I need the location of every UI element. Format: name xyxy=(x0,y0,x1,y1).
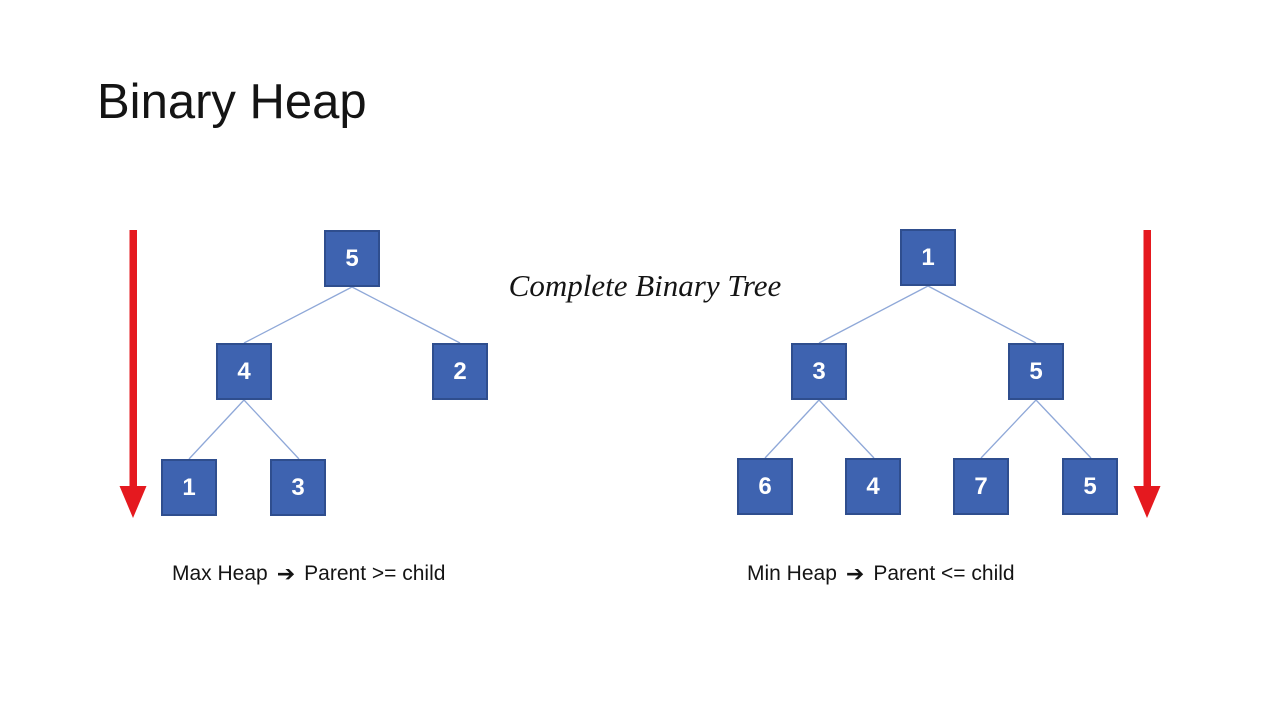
right-arrow-icon: ➔ xyxy=(276,562,296,587)
min-heap-node: 4 xyxy=(845,458,901,515)
tree-edge xyxy=(243,286,353,344)
min-heap-node: 5 xyxy=(1062,458,1118,515)
tree-edge xyxy=(764,399,820,459)
tree-edge xyxy=(818,285,929,344)
tree-edge xyxy=(927,285,1037,344)
max-heap-caption-rule: Parent >= child xyxy=(304,562,446,585)
min-heap-root-node: 1 xyxy=(900,229,956,286)
min-heap-node: 3 xyxy=(791,343,847,400)
node-value: 4 xyxy=(237,357,251,385)
min-heap-node: 7 xyxy=(953,458,1009,515)
down-arrow-left-icon xyxy=(119,230,147,518)
tree-edge xyxy=(351,286,461,344)
node-value: 3 xyxy=(812,357,826,385)
max-heap-root-node: 5 xyxy=(324,230,380,287)
max-heap-caption-name: Max Heap xyxy=(172,562,268,585)
node-value: 4 xyxy=(866,472,880,500)
down-arrow-right-icon xyxy=(1133,230,1161,518)
complete-binary-tree-label: Complete Binary Tree xyxy=(508,268,782,303)
node-value: 5 xyxy=(1029,357,1043,385)
max-heap-caption: Max Heap ➔ Parent >= child xyxy=(172,562,445,586)
min-heap-node: 5 xyxy=(1008,343,1064,400)
node-value: 7 xyxy=(974,472,988,500)
node-value: 1 xyxy=(921,243,935,271)
tree-edge xyxy=(980,399,1037,459)
max-heap-node: 1 xyxy=(161,459,217,516)
node-value: 2 xyxy=(453,357,467,385)
node-value: 3 xyxy=(291,473,305,501)
tree-edge xyxy=(1035,399,1092,459)
page-title: Binary Heap xyxy=(97,75,367,129)
node-value: 5 xyxy=(345,244,359,272)
max-heap-node: 4 xyxy=(216,343,272,400)
tree-edge xyxy=(188,399,245,460)
min-heap-node: 6 xyxy=(737,458,793,515)
tree-edge xyxy=(818,399,875,459)
min-heap-caption-name: Min Heap xyxy=(747,562,837,585)
node-value: 1 xyxy=(182,473,196,501)
min-heap-caption-rule: Parent <= child xyxy=(873,562,1015,585)
right-arrow-icon: ➔ xyxy=(845,562,865,587)
node-value: 6 xyxy=(758,472,772,500)
max-heap-node: 2 xyxy=(432,343,488,400)
max-heap-node: 3 xyxy=(270,459,326,516)
node-value: 5 xyxy=(1083,472,1097,500)
tree-edge xyxy=(243,399,300,460)
min-heap-caption: Min Heap ➔ Parent <= child xyxy=(747,562,1015,586)
